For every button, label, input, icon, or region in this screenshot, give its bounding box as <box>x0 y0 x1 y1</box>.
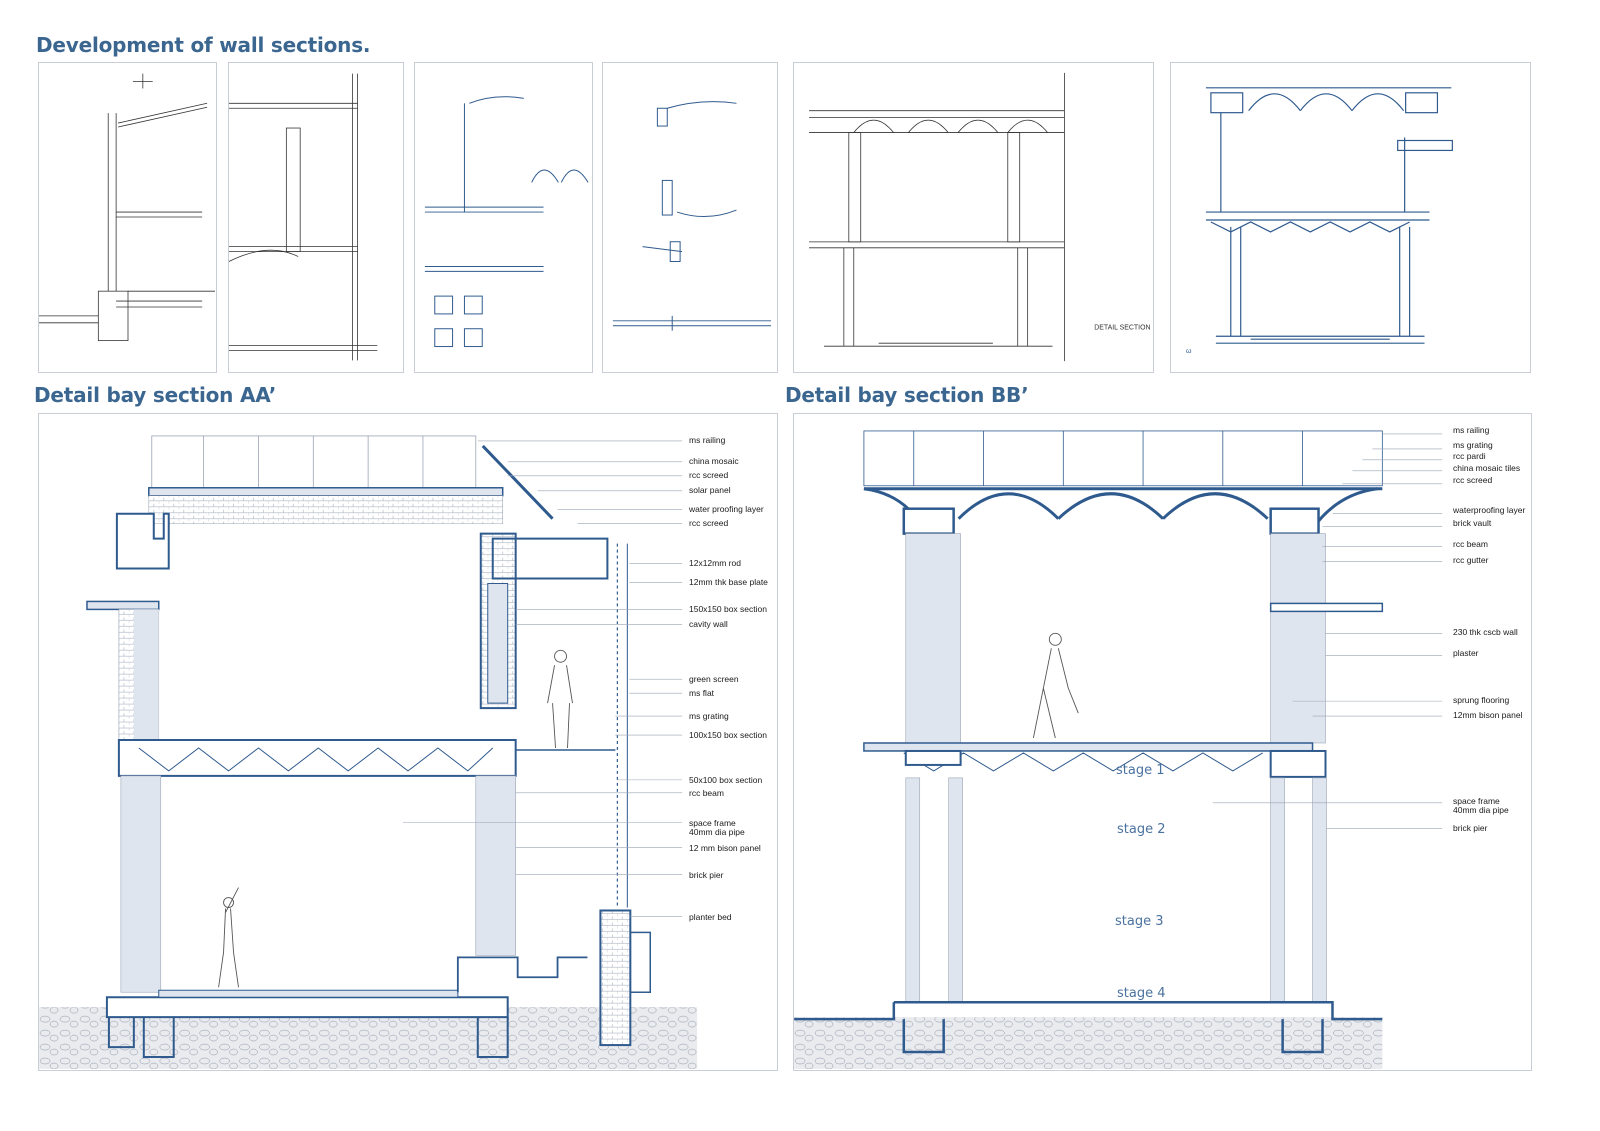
aa-label: cavity wall <box>689 619 728 629</box>
sketch-panel-6: ω <box>1170 62 1531 373</box>
wall-sketch-6: ω <box>1186 87 1453 355</box>
sketch-panel-2 <box>228 62 404 373</box>
stage-label: stage 2 <box>1117 822 1166 837</box>
bb-label: ms railing <box>1453 425 1490 435</box>
aa-label: ms railing <box>689 435 726 445</box>
aa-label: 12 mm bison panel <box>689 843 761 853</box>
bb-label: waterproofing layer <box>1453 505 1526 515</box>
aa-label: rcc screed <box>689 470 729 480</box>
wall-sketch-5: DETAIL SECTION <box>809 72 1150 362</box>
section-aa-heading: Detail bay section AA’ <box>34 383 277 407</box>
bb-label: china mosaic tiles <box>1453 463 1521 473</box>
aa-label: ms flat <box>689 688 715 698</box>
aa-label: rcc beam <box>689 788 724 798</box>
wall-sketch-1 <box>39 73 216 342</box>
section-bb-drawing <box>794 430 1443 1070</box>
sketch-6-note: ω <box>1186 348 1192 355</box>
bb-label: 12mm bison panel <box>1453 710 1523 720</box>
aa-label: brick pier <box>689 870 724 880</box>
wall-sketch-4 <box>612 101 772 331</box>
wall-sketch-2 <box>229 73 378 361</box>
stage-label: stage 4 <box>1117 986 1166 1001</box>
bb-label: rcc screed <box>1453 475 1493 485</box>
aa-label: 150x150 box section <box>689 604 767 614</box>
bb-label: sprung flooring <box>1453 695 1510 705</box>
stage-label: stage 1 <box>1116 763 1165 778</box>
bb-label: rcc gutter <box>1453 555 1489 565</box>
aa-label: 40mm dia pipe <box>689 827 745 837</box>
sketch-panel-4 <box>602 62 778 373</box>
development-heading: Development of wall sections. <box>36 33 371 57</box>
sketch-5-note: DETAIL SECTION <box>1094 324 1150 331</box>
section-aa-drawing <box>39 435 698 1070</box>
section-aa-panel <box>38 413 778 1071</box>
section-bb-heading: Detail bay section BB’ <box>785 383 1029 407</box>
aa-label: 100x150 box section <box>689 730 767 740</box>
wall-sketch-3 <box>424 96 589 348</box>
aa-label: ms grating <box>689 711 729 721</box>
aa-label: space frame <box>689 818 736 828</box>
bb-label: rcc beam <box>1453 539 1488 549</box>
bb-label: space frame <box>1453 796 1500 806</box>
sketch-panel-3 <box>414 62 593 373</box>
section-bb-panel <box>793 413 1532 1071</box>
stage-label: stage 3 <box>1115 914 1164 929</box>
aa-label: 12mm thk base plate <box>689 577 768 587</box>
aa-label: solar panel <box>689 485 731 495</box>
sketch-panel-5: DETAIL SECTION <box>793 62 1154 373</box>
bb-label: 40mm dia pipe <box>1453 805 1509 815</box>
aa-label: green screen <box>689 674 739 684</box>
bb-label: plaster <box>1453 648 1479 658</box>
aa-label: planter bed <box>689 912 732 922</box>
bb-label: rcc pardi <box>1453 451 1486 461</box>
aa-label: 50x100 box section <box>689 775 763 785</box>
bb-label: ms grating <box>1453 440 1493 450</box>
bb-label: brick vault <box>1453 518 1492 528</box>
bb-label: brick pier <box>1453 823 1488 833</box>
aa-label: 12x12mm rod <box>689 558 741 568</box>
bb-label: 230 thk cscb wall <box>1453 627 1518 637</box>
sketch-panel-1 <box>38 62 217 373</box>
aa-label: water proofing layer <box>689 504 764 514</box>
aa-label: china mosaic <box>689 456 739 466</box>
aa-label: rcc screed <box>689 518 729 528</box>
